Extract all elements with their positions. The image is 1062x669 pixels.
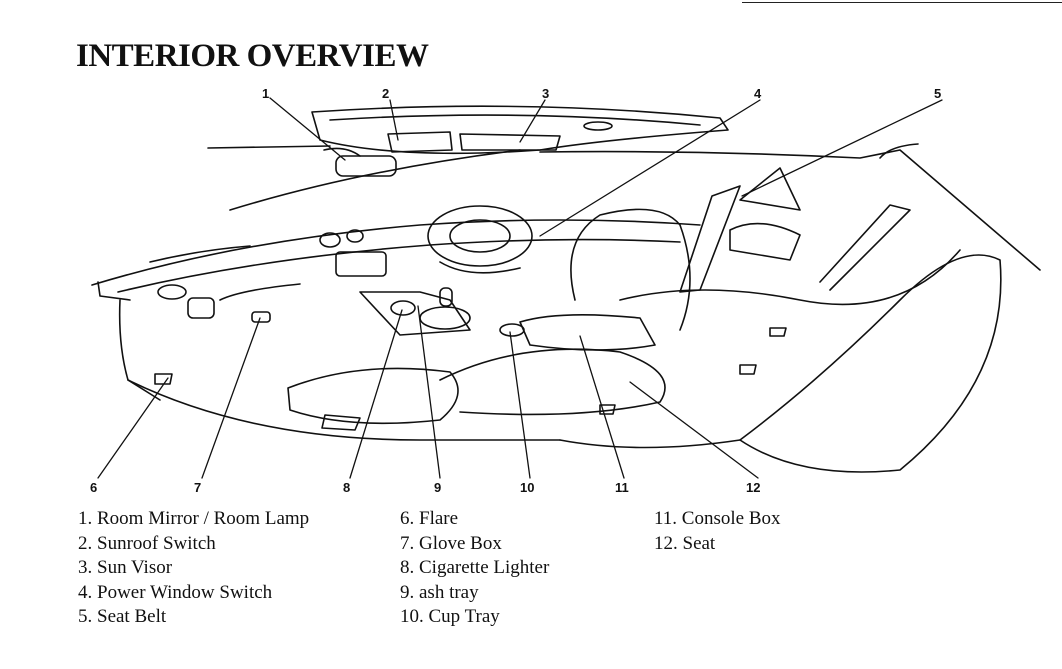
callout-number: 2 [382,86,389,101]
callout-number: 1 [262,86,269,101]
legend-column-3: 11. Console Box 12. Seat [654,507,781,556]
interior-diagram: 1 2 3 4 5 6 7 8 9 10 11 12 [0,0,1062,500]
callout-number: 5 [934,86,941,101]
callout-number: 4 [754,86,762,101]
car-interior-drawing [92,106,1040,472]
callout-number: 3 [542,86,549,101]
legend-item: 10. Cup Tray [400,605,549,630]
legend-item: 8. Cigarette Lighter [400,556,549,581]
callout-number: 12 [746,480,760,495]
legend-item: 7. Glove Box [400,532,549,557]
legend-item: 11. Console Box [654,507,781,532]
callout-number: 10 [520,480,534,495]
callout-number: 6 [90,480,97,495]
callout-number: 8 [343,480,350,495]
legend-item: 12. Seat [654,532,781,557]
callout-number: 9 [434,480,441,495]
legend-item: 9. ash tray [400,581,549,606]
legend-item: 5. Seat Belt [78,605,309,630]
legend-item: 1. Room Mirror / Room Lamp [78,507,309,532]
legend-column-2: 6. Flare 7. Glove Box 8. Cigarette Light… [400,507,549,630]
legend-item: 2. Sunroof Switch [78,532,309,557]
legend-item: 4. Power Window Switch [78,581,309,606]
legend-item: 3. Sun Visor [78,556,309,581]
legend-column-1: 1. Room Mirror / Room Lamp 2. Sunroof Sw… [78,507,309,630]
callout-leader-lines [98,98,942,478]
callout-number: 11 [615,480,629,495]
legend-item: 6. Flare [400,507,549,532]
callout-number: 7 [194,480,201,495]
